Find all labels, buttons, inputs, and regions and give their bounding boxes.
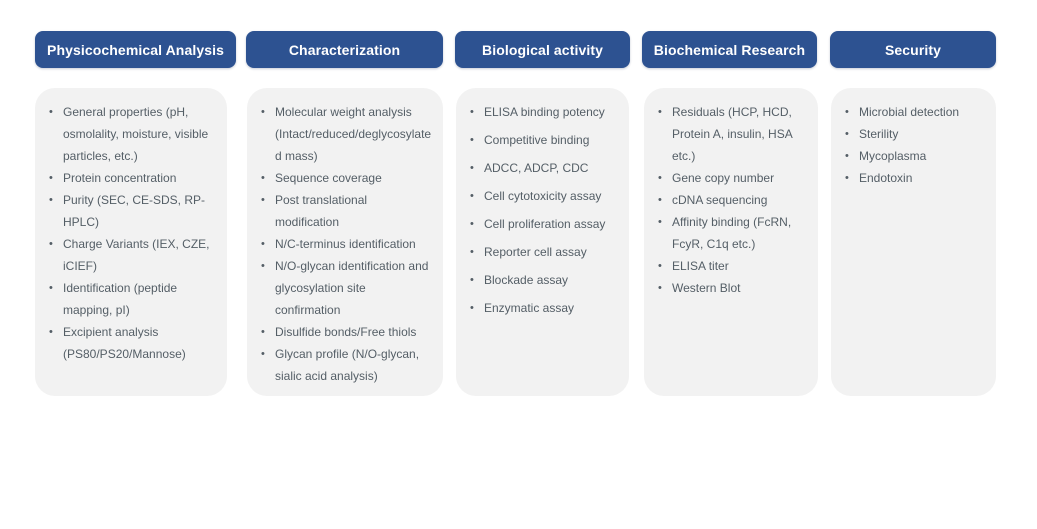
list-item: Blockade assay [468, 269, 619, 291]
list-item: Disulfide bonds/Free thiols [259, 321, 433, 343]
item-list: Microbial detectionSterilityMycoplasmaEn… [843, 101, 986, 189]
list-item: Affinity binding (FcRN, FcyR, C1q etc.) [656, 211, 808, 255]
list-item: Microbial detection [843, 101, 986, 123]
item-list: Residuals (HCP, HCD, Protein A, insulin,… [656, 101, 808, 299]
list-item: Glycan profile (N/O-glycan, sialic acid … [259, 343, 433, 387]
list-item: N/C-terminus identification [259, 233, 433, 255]
list-item: N/O-glycan identification and glycosylat… [259, 255, 433, 321]
column-title: Characterization [288, 41, 401, 58]
list-item: Charge Variants (IEX, CZE, iCIEF) [47, 233, 217, 277]
list-item: General properties (pH, osmolality, mois… [47, 101, 217, 167]
list-item: ELISA titer [656, 255, 808, 277]
list-item: Protein concentration [47, 167, 217, 189]
list-item: Sequence coverage [259, 167, 433, 189]
list-item: Identification (peptide mapping, pI) [47, 277, 217, 321]
item-list: Molecular weight analysis (Intact/reduce… [259, 101, 433, 387]
list-item: Molecular weight analysis (Intact/reduce… [259, 101, 433, 167]
item-list: ELISA binding potencyCompetitive binding… [468, 101, 619, 319]
column-title: Physicochemical Analysis [47, 41, 224, 58]
list-item: Cell proliferation assay [468, 213, 619, 235]
list-item: Mycoplasma [843, 145, 986, 167]
list-item: Sterility [843, 123, 986, 145]
item-list: General properties (pH, osmolality, mois… [47, 101, 217, 365]
list-item: Competitive binding [468, 129, 619, 151]
list-item: Post translational modification [259, 189, 433, 233]
column-card-physicochemical-analysis: General properties (pH, osmolality, mois… [35, 88, 227, 396]
list-item: Residuals (HCP, HCD, Protein A, insulin,… [656, 101, 808, 167]
list-item: Western Blot [656, 277, 808, 299]
column-header-physicochemical-analysis: Physicochemical Analysis [35, 31, 236, 68]
list-item: cDNA sequencing [656, 189, 808, 211]
list-item: Reporter cell assay [468, 241, 619, 263]
list-item: Cell cytotoxicity assay [468, 185, 619, 207]
column-card-biological-activity: ELISA binding potencyCompetitive binding… [456, 88, 629, 396]
column-title: Biological activity [482, 41, 603, 58]
list-item: Endotoxin [843, 167, 986, 189]
column-title: Security [884, 41, 942, 58]
list-item: Purity (SEC, CE-SDS, RP-HPLC) [47, 189, 217, 233]
list-item: Gene copy number [656, 167, 808, 189]
column-title: Biochemical Research [653, 41, 806, 58]
column-header-biochemical-research: Biochemical Research [642, 31, 817, 68]
column-header-biological-activity: Biological activity [455, 31, 630, 68]
column-card-security: Microbial detectionSterilityMycoplasmaEn… [831, 88, 996, 396]
column-header-characterization: Characterization [246, 31, 443, 68]
list-item: Enzymatic assay [468, 297, 619, 319]
column-card-biochemical-research: Residuals (HCP, HCD, Protein A, insulin,… [644, 88, 818, 396]
list-item: ADCC, ADCP, CDC [468, 157, 619, 179]
list-item: ELISA binding potency [468, 101, 619, 123]
column-header-security: Security [830, 31, 996, 68]
list-item: Excipient analysis (PS80/PS20/Mannose) [47, 321, 217, 365]
column-card-characterization: Molecular weight analysis (Intact/reduce… [247, 88, 443, 396]
